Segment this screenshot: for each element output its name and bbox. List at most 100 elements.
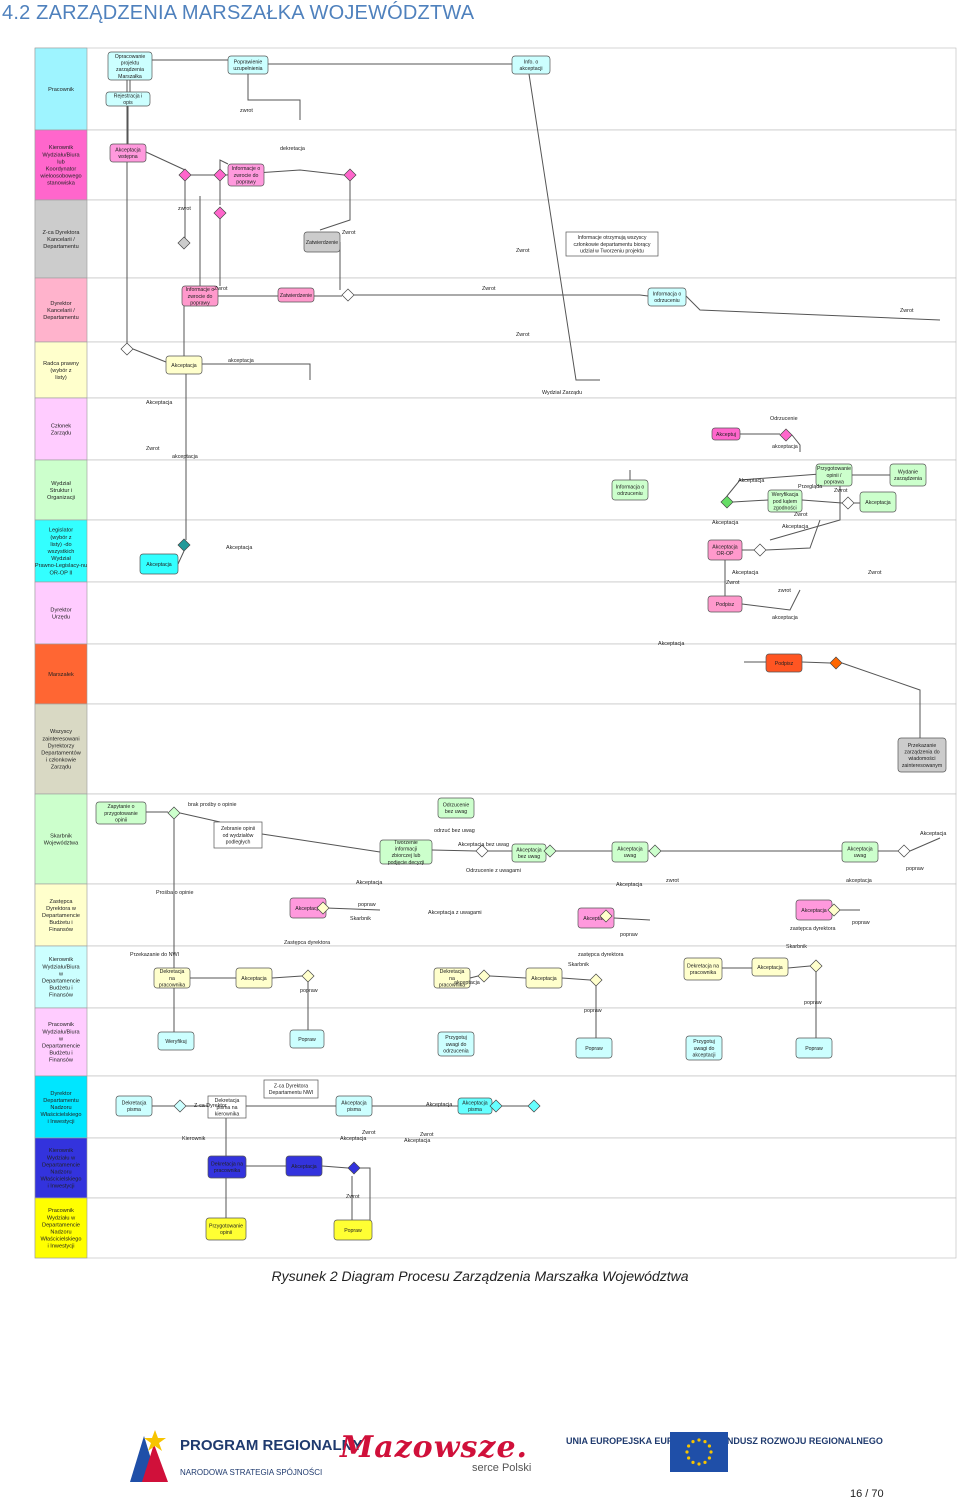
- svg-text:Akceptacja: Akceptacja: [291, 1164, 316, 1170]
- flow-label: Zwrot: [214, 286, 228, 292]
- process-box: Akceptuj: [711, 427, 741, 441]
- flow-arrow: [219, 159, 229, 205]
- flow-arrow: [787, 965, 811, 969]
- program-regionalny-logo-icon: [130, 1430, 168, 1482]
- mazowsze-logo: Mazowsze.: [340, 1430, 528, 1465]
- flow-label: Akceptacja: [616, 882, 642, 888]
- decision-gateway: [589, 973, 603, 987]
- lane-row: [34, 277, 957, 343]
- page-heading: 4.2 ZARZĄDZENIA MARSZAŁKA WOJEWÓDZTWA: [2, 2, 475, 24]
- flow-arrow: [528, 73, 600, 381]
- decision-gateway: [475, 844, 489, 858]
- lane-header: [34, 129, 88, 201]
- flow-label: akceptacja: [772, 444, 798, 450]
- flow-arrow: [325, 907, 381, 911]
- lane-row: [34, 1197, 957, 1259]
- flow-arrow: [613, 917, 651, 921]
- svg-text:Akceptacja: Akceptacja: [531, 976, 556, 982]
- lane-row: [34, 703, 957, 795]
- decision-gateway: [543, 844, 557, 858]
- lane-header: [34, 945, 88, 1009]
- flow-label: popraw: [906, 866, 924, 872]
- flow-arrow: [319, 181, 351, 231]
- lane-header: [34, 1137, 88, 1199]
- decision-gateway: [829, 656, 843, 670]
- flow-label: zastępca dyrektora: [790, 926, 836, 932]
- svg-text:Akceptuj: Akceptuj: [716, 432, 736, 438]
- flow-label: Wydział Zarządu: [542, 390, 582, 396]
- process-box: Zatwierdzenie: [277, 287, 315, 303]
- decision-gateway: [827, 903, 841, 917]
- process-box: Akceptacja: [139, 553, 179, 575]
- lane-header: [34, 581, 88, 645]
- process-box: Popraw: [795, 1037, 833, 1059]
- flow-label: Zwrot: [342, 230, 356, 236]
- flow-arrow: [261, 833, 381, 853]
- decision-gateway: [173, 1099, 187, 1113]
- svg-text:Akceptacja: Akceptacja: [295, 906, 320, 912]
- decision-gateway: [527, 1099, 541, 1113]
- decision-gateway: [343, 168, 357, 182]
- flow-label: Akceptacja: [146, 400, 172, 406]
- lane-header: [34, 519, 88, 583]
- flow-label: akceptacja: [228, 358, 254, 364]
- flow-label: Akceptacja bez uwag: [458, 842, 509, 848]
- lane-row: [34, 459, 957, 521]
- decision-gateway: [841, 496, 855, 510]
- flow-label: Akceptacja: [426, 1102, 452, 1108]
- flow-label: Akceptacja: [920, 831, 946, 837]
- svg-text:Akceptacja: Akceptacja: [865, 500, 890, 506]
- flow-label: zwrot: [666, 878, 679, 884]
- lane-row: [34, 581, 957, 645]
- svg-text:Akceptacja: Akceptacja: [146, 562, 171, 568]
- svg-text:Akceptacja: Akceptacja: [757, 965, 782, 971]
- decision-gateway: [177, 538, 191, 552]
- process-box: Weryfikuj: [157, 1031, 195, 1051]
- flow-label: zwrot: [778, 588, 791, 594]
- decision-gateway: [648, 844, 662, 858]
- flow-arrow: [561, 977, 591, 981]
- flow-label: Zwrot: [726, 580, 740, 586]
- program-regionalny-title: PROGRAM REGIONALNY: [180, 1437, 363, 1454]
- svg-text:Podpisz: Podpisz: [775, 661, 794, 667]
- flow-label: Akceptacja: [404, 1138, 430, 1144]
- process-box: Popraw: [575, 1037, 613, 1059]
